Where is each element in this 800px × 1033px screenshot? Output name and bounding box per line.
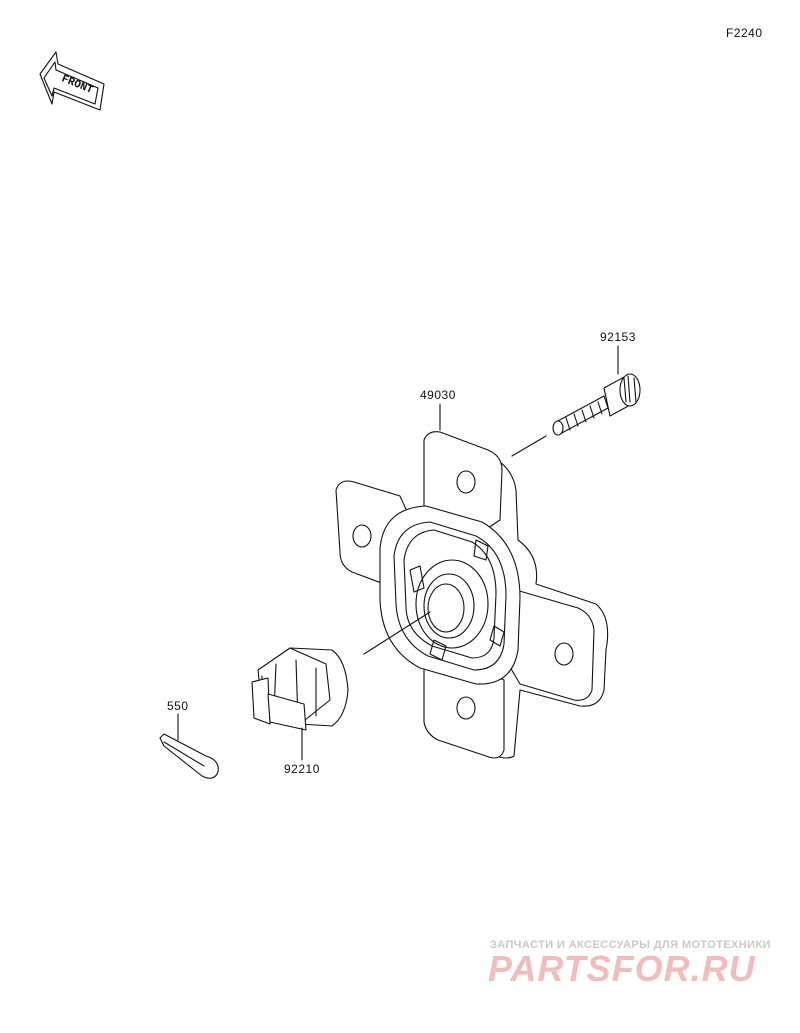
watermark-logo: PARTSFOR.RU [488,948,756,989]
front-arrow-icon: FRONT [39,51,105,111]
watermark-subtitle: ЗАПЧАСТИ И АКСЕССУАРЫ ДЛЯ МОТОТЕХНИКИ [490,939,771,951]
cotter-pin-550 [159,733,219,779]
callout-550: 550 [167,699,189,713]
castle-nut-92210 [251,647,349,731]
callout-92210: 92210 [284,762,320,776]
leader-lines [177,345,619,761]
stud-92153 [552,373,641,436]
hub-49030 [335,431,609,759]
callout-92153: 92153 [600,330,636,344]
figure-code: F2240 [726,26,763,40]
callout-49030: 49030 [420,388,456,402]
